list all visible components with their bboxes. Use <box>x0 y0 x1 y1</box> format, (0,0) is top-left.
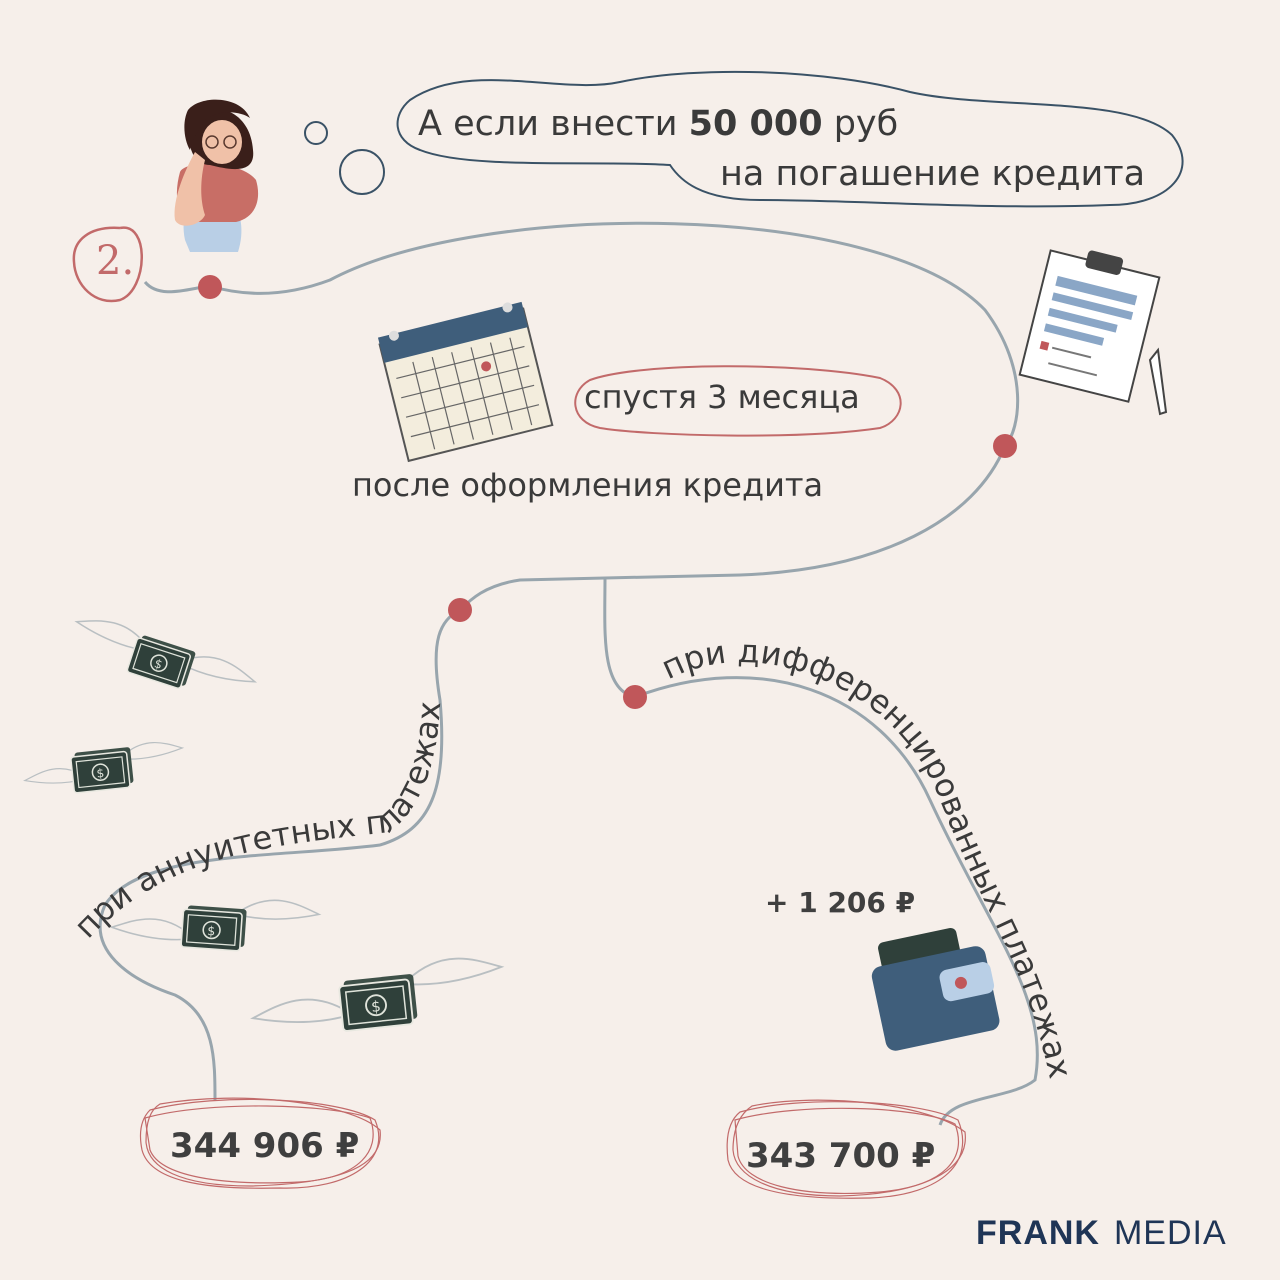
thought-line-1-after: руб <box>822 104 899 144</box>
brand-light: MEDIA <box>1113 1214 1227 1252</box>
wallet-icon <box>871 927 1000 1051</box>
clipboard-icon <box>1018 249 1161 403</box>
thought-dot-small <box>304 121 328 145</box>
since-label: после оформления кредита <box>352 466 824 504</box>
thought-line-1: А если внести 50 000 руб <box>418 104 898 144</box>
timeline-dot-start <box>198 275 222 299</box>
difference-amount: + 1 206 ₽ <box>765 886 916 919</box>
after-label: спустя 3 месяца <box>584 378 860 416</box>
annuity-amount-oval <box>139 1097 381 1189</box>
thought-line-1-amount: 50 000 <box>688 104 823 144</box>
pen-icon <box>1148 347 1168 416</box>
differentiated-amount-oval <box>726 1099 966 1199</box>
timeline-dot-differentiated <box>623 685 647 709</box>
step-circle <box>72 226 143 303</box>
differentiated-amount: 343 700 ₽ <box>746 1136 936 1176</box>
branch-line-differentiated <box>603 577 1039 1126</box>
calendar-icon <box>377 301 554 463</box>
annuity-amount: 344 906 ₽ <box>170 1126 360 1166</box>
step-number: 2. <box>96 238 135 284</box>
thought-dot-large <box>339 149 385 195</box>
flying-money-icon <box>73 610 259 691</box>
annuity-label: при аннуитетных платежах <box>67 700 449 945</box>
timeline-line <box>98 221 1020 1101</box>
timeline-dot-annuity <box>448 598 472 622</box>
thought-bubble <box>396 70 1184 208</box>
thought-line-2: на погашение кредита <box>720 154 1146 194</box>
brand-logo: FRANK MEDIA <box>976 1214 1227 1253</box>
brand-bold: FRANK <box>976 1214 1100 1252</box>
woman-thinking-icon <box>174 99 259 252</box>
flying-money-icon <box>23 738 184 794</box>
timeline-dot-month <box>993 434 1017 458</box>
flying-money-icon <box>250 952 504 1033</box>
after-label-oval <box>574 365 902 437</box>
differentiated-label: при дифференцированных платежах <box>656 632 1080 1082</box>
thought-line-1-before: А если внести <box>418 104 689 144</box>
